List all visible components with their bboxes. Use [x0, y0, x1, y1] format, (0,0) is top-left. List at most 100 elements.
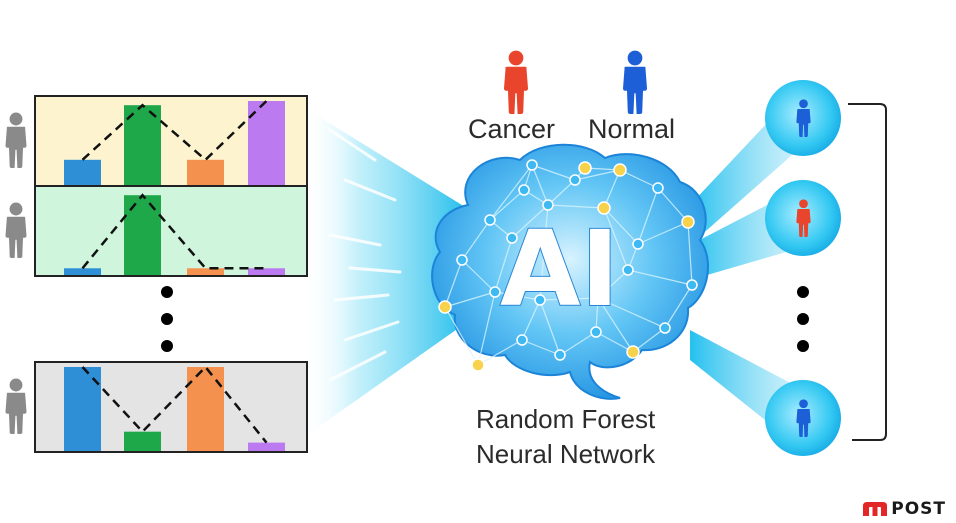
- network-node: [622, 264, 634, 276]
- streak-line: [378, 358, 432, 412]
- ai-label: AI: [500, 208, 619, 330]
- network-edge: [603, 207, 639, 245]
- network-edge: [521, 339, 561, 356]
- network-node: [471, 358, 485, 372]
- profile-panel: [5, 185, 308, 277]
- network-edge: [461, 219, 491, 261]
- network-edge: [637, 187, 659, 245]
- profile-bar: [64, 159, 101, 185]
- network-edge: [547, 179, 576, 206]
- network-edge: [595, 331, 634, 353]
- logo-mark-icon: [863, 502, 888, 516]
- network-edge: [444, 306, 479, 366]
- network-edge: [637, 221, 689, 245]
- expression-profiles: [5, 95, 308, 453]
- network-node: [597, 201, 611, 215]
- network-edge: [619, 169, 659, 189]
- network-edge: [521, 299, 541, 341]
- network-edge: [597, 269, 629, 299]
- streak-line: [328, 128, 377, 162]
- network-edge: [539, 299, 561, 356]
- network-node: [578, 161, 592, 175]
- network-node: [506, 232, 518, 244]
- streak-line: [328, 350, 387, 382]
- network-edge: [603, 169, 621, 209]
- brain-network-icon: [431, 143, 709, 400]
- network-node: [569, 174, 581, 186]
- network-edge: [444, 259, 463, 308]
- network-edge: [494, 291, 541, 301]
- streak-line: [348, 266, 402, 274]
- network-node: [626, 345, 640, 359]
- person-icon: [5, 378, 27, 434]
- network-edge: [547, 204, 605, 209]
- network-edge: [444, 291, 496, 308]
- output-node: [765, 80, 841, 156]
- person-icon: [504, 50, 528, 114]
- network-edge: [574, 169, 621, 181]
- network-node: [526, 159, 538, 171]
- profile-bar: [124, 105, 161, 185]
- model-caption-line1: Random Forest: [476, 404, 656, 434]
- network-edge: [603, 207, 629, 271]
- network-node: [686, 279, 698, 291]
- input-light-beam: [300, 105, 470, 440]
- network-edge: [664, 284, 693, 329]
- profile-trend-line: [81, 365, 268, 444]
- output-node: [765, 180, 841, 256]
- network-node: [489, 286, 501, 298]
- profile-bar: [248, 442, 285, 451]
- network-node: [659, 322, 671, 334]
- person-icon: [5, 202, 27, 258]
- panel-background: [34, 185, 308, 277]
- streak-line: [328, 233, 382, 247]
- vertical-ellipsis-icon: [161, 286, 173, 352]
- profile-bar: [187, 268, 224, 275]
- network-edge: [597, 297, 666, 329]
- network-edge: [477, 291, 496, 366]
- network-edge: [657, 187, 689, 223]
- profile-bar: [248, 268, 285, 275]
- network-node: [590, 326, 602, 338]
- output-node: [765, 380, 841, 456]
- network-edge: [489, 189, 525, 221]
- network-node: [542, 199, 554, 211]
- network-edge: [494, 237, 513, 293]
- person-icon: [623, 50, 647, 114]
- network-edge: [477, 339, 523, 366]
- network-node: [652, 182, 664, 194]
- network-edge: [559, 331, 597, 356]
- logo-text: POST: [891, 499, 946, 519]
- profile-bar: [248, 101, 285, 185]
- profile-bar: [124, 195, 161, 275]
- network-node: [518, 184, 530, 196]
- brand-logo: POST: [862, 499, 946, 519]
- streak-line: [370, 118, 422, 172]
- profile-panel: [5, 361, 308, 453]
- network-edge: [511, 204, 549, 239]
- network-node: [516, 334, 528, 346]
- network-node: [456, 254, 468, 266]
- legend-normal-label: Normal: [588, 114, 676, 144]
- network-edge: [627, 269, 693, 286]
- network-edge: [531, 164, 576, 181]
- profile-panel: [5, 95, 308, 187]
- profile-bar: [187, 159, 224, 185]
- network-edge: [489, 164, 533, 221]
- network-edge: [539, 297, 599, 301]
- network-node: [534, 294, 546, 306]
- network-node: [484, 214, 496, 226]
- network-node: [554, 349, 566, 361]
- network-node: [591, 291, 605, 305]
- profile-trend-line: [81, 193, 267, 270]
- streak-line: [343, 320, 400, 342]
- streak-line: [333, 293, 390, 302]
- profile-bar: [124, 431, 161, 451]
- person-icon: [5, 112, 27, 168]
- model-caption-line2: Neural Network: [476, 439, 656, 469]
- bracket-icon: [848, 103, 887, 441]
- legend-cancer-label: Cancer: [468, 114, 556, 144]
- network-edge: [539, 204, 549, 301]
- network-edge: [461, 259, 496, 293]
